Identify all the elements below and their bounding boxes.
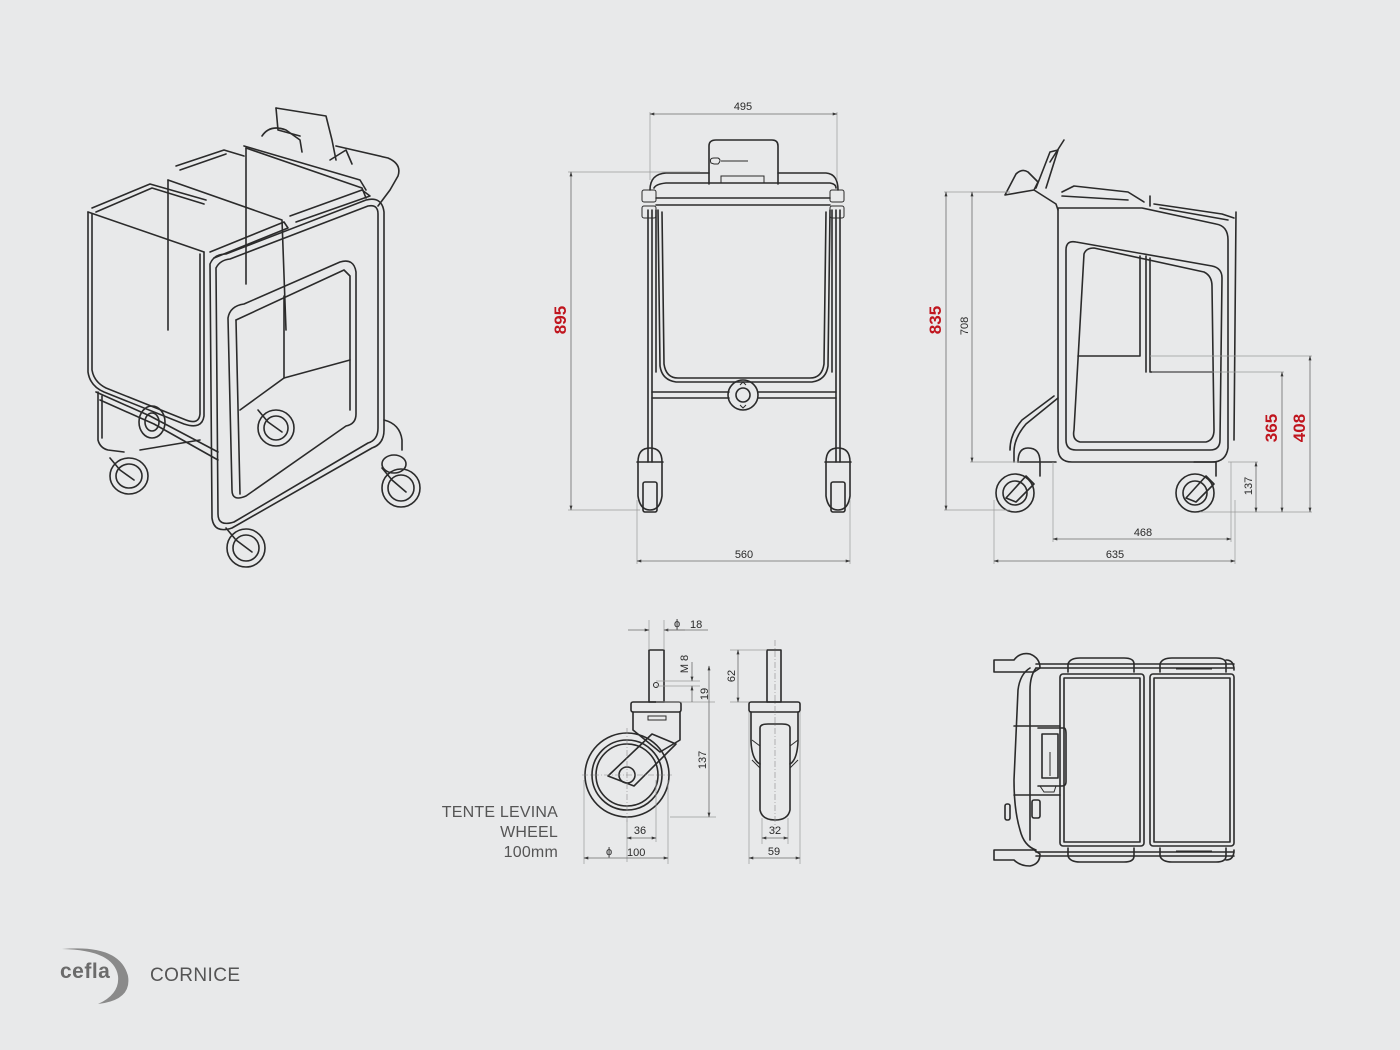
brand-logo-text: cefla xyxy=(60,960,111,983)
dim-side-frame-height: 708 xyxy=(959,317,971,335)
dim-side-frame-length: 468 xyxy=(1134,527,1152,539)
dim-front-height: 895 xyxy=(551,306,570,334)
wheel-icon xyxy=(257,409,295,447)
wheel-icon xyxy=(1175,461,1217,513)
dim-side-height: 835 xyxy=(926,306,945,334)
wheel-side-view: ϕ 18 M 8 19 137 36 ϕ 100 xyxy=(582,618,716,864)
dim-front-base-width: 560 xyxy=(735,549,753,561)
dim-side-408: 408 xyxy=(1290,414,1309,442)
dim-side-wheel-height: 137 xyxy=(1243,477,1255,495)
dim-front-top-width: 495 xyxy=(734,101,752,113)
dim-thread: M 8 xyxy=(679,655,691,673)
dim-side-365: 365 xyxy=(1262,414,1281,442)
dim-axle-offset: 36 xyxy=(634,825,646,837)
dim-side-overall-length: 635 xyxy=(1106,549,1124,561)
dim-wheel-diameter-symbol: ϕ xyxy=(606,846,612,858)
dim-tread-width: 32 xyxy=(769,825,781,837)
wheel-caption-line1: TENTE LEVINA xyxy=(441,804,558,821)
caster-icon xyxy=(824,447,852,513)
top-view xyxy=(993,652,1235,867)
caster-icon xyxy=(636,447,664,513)
wheel-icon xyxy=(109,457,149,495)
side-view: 835 708 137 365 408 468 635 xyxy=(926,139,1312,564)
front-view: 495 560 895 xyxy=(551,101,852,564)
wheel-icon xyxy=(225,527,266,568)
wheel-caption: TENTE LEVINA WHEEL 100mm xyxy=(442,803,558,863)
wheel-caption-line2: WHEEL xyxy=(500,824,558,841)
wheel-icon xyxy=(381,454,421,508)
dim-stem-diameter: 18 xyxy=(690,619,702,631)
dim-wheel-height: 137 xyxy=(697,751,709,769)
wheel-front-view: 62 32 59 xyxy=(726,640,801,864)
dim-wheel-diameter: 100 xyxy=(627,847,645,859)
dim-stem-diameter-symbol: ϕ xyxy=(674,618,680,630)
wheel-icon xyxy=(995,447,1041,513)
wheel-caption-line3: 100mm xyxy=(503,844,558,861)
product-name: CORNICE xyxy=(150,965,241,986)
cefla-logo-icon xyxy=(62,948,129,1004)
dim-stem-length: 62 xyxy=(726,670,738,682)
perspective-view xyxy=(87,107,421,568)
dim-fork-width: 59 xyxy=(768,846,780,858)
